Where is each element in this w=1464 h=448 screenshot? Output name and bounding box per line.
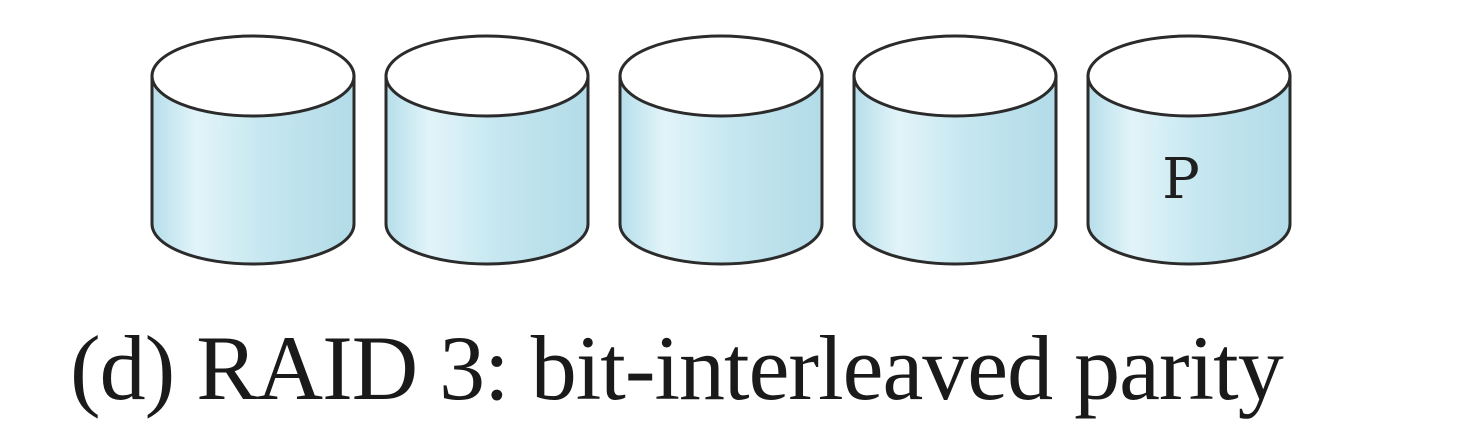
disk-top	[852, 34, 1058, 118]
disk-body	[1086, 74, 1292, 266]
disk-top	[150, 34, 356, 118]
disk-top	[384, 34, 590, 118]
disk-top	[618, 34, 824, 118]
disk-top	[1086, 34, 1292, 118]
disk-2	[384, 34, 590, 266]
disk-body	[852, 74, 1058, 266]
parity-label: P	[1162, 147, 1200, 212]
disk-body	[150, 74, 356, 266]
disk-array: P	[150, 34, 1292, 266]
disk-3	[618, 34, 824, 266]
disk-4	[852, 34, 1058, 266]
disk-body	[618, 74, 824, 266]
disk-1	[150, 34, 356, 266]
disk-5: P	[1086, 34, 1292, 266]
figure-caption: (d) RAID 3: bit-interleaved parity	[70, 317, 1284, 419]
disk-body	[384, 74, 590, 266]
